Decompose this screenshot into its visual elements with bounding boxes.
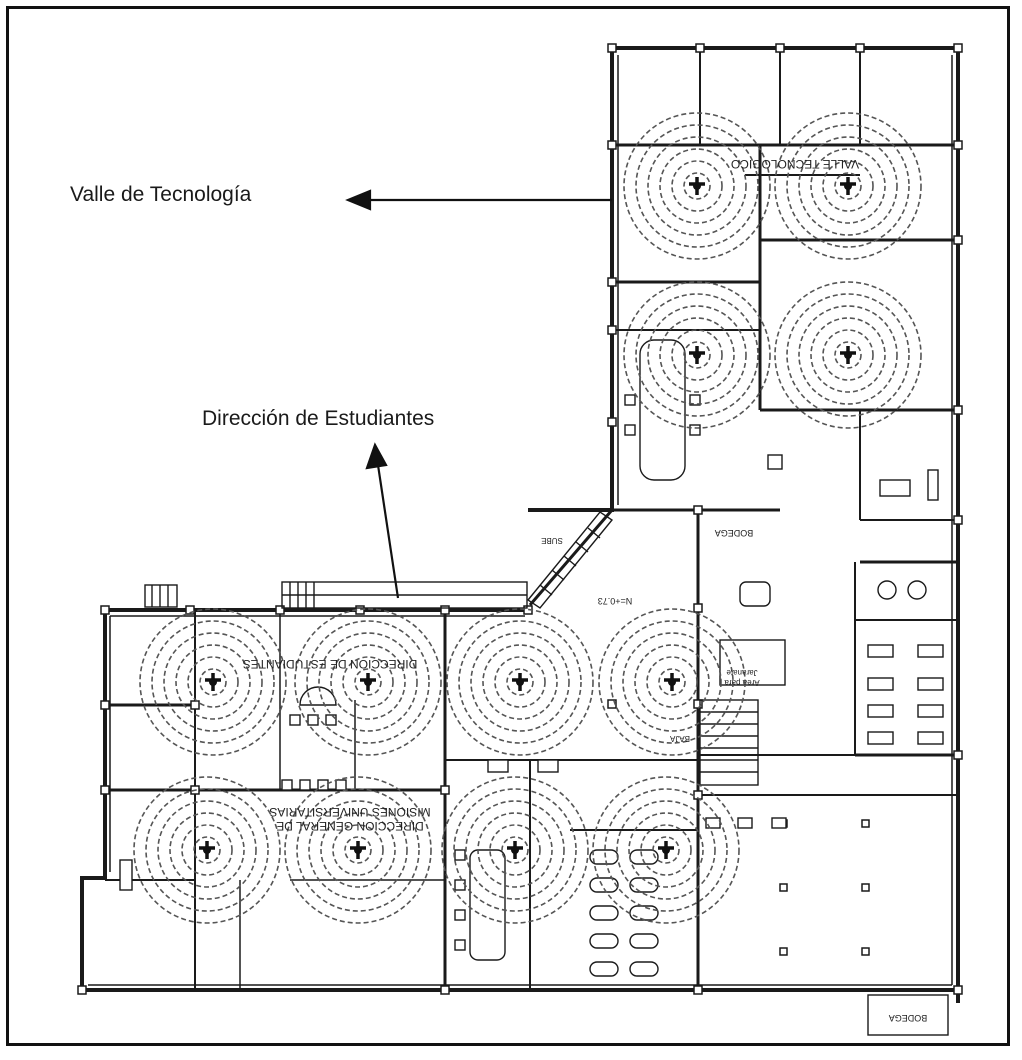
arrow-valle-head	[345, 189, 372, 211]
plan-label-misiones-1: DIRECCION GENERAL DE	[276, 819, 424, 833]
label-direccion-de-estudiantes: Dirección de Estudiantes	[202, 407, 435, 430]
furniture	[119, 339, 949, 1036]
plan-label-valle: VALLE TECNOLOGICO	[731, 157, 859, 171]
plan-label-area-1: Area para	[724, 678, 760, 687]
stairs	[144, 511, 759, 786]
plan-label-misiones-2: MISIONES UNIVERSITARIAS	[269, 805, 430, 819]
annotation-arrows	[345, 189, 612, 599]
label-valle-de-tecnologia: Valle de Tecnología	[70, 183, 252, 206]
coverage-circles	[132, 111, 923, 925]
plan-label-bodega-2: BODEGA	[889, 1013, 928, 1023]
plan-labels: VALLE TECNOLOGICO DIRECCION DE ESTUDIANT…	[243, 157, 928, 1023]
plan-label-bodega-1: BODEGA	[715, 528, 754, 538]
plan-label-baja: BAJA	[669, 734, 690, 743]
arrow-direccion-head	[365, 442, 388, 470]
image-frame	[6, 6, 1010, 1046]
plan-label-nivel: N=+0.73	[598, 596, 633, 606]
plan-label-direccion-estudiantes: DIRECCION DE ESTUDIANTES	[243, 657, 418, 671]
plan-label-area-2: Jaranate	[726, 668, 758, 677]
arrow-direccion-line	[376, 464, 400, 599]
plan-label-sube: SUBE	[541, 536, 563, 545]
